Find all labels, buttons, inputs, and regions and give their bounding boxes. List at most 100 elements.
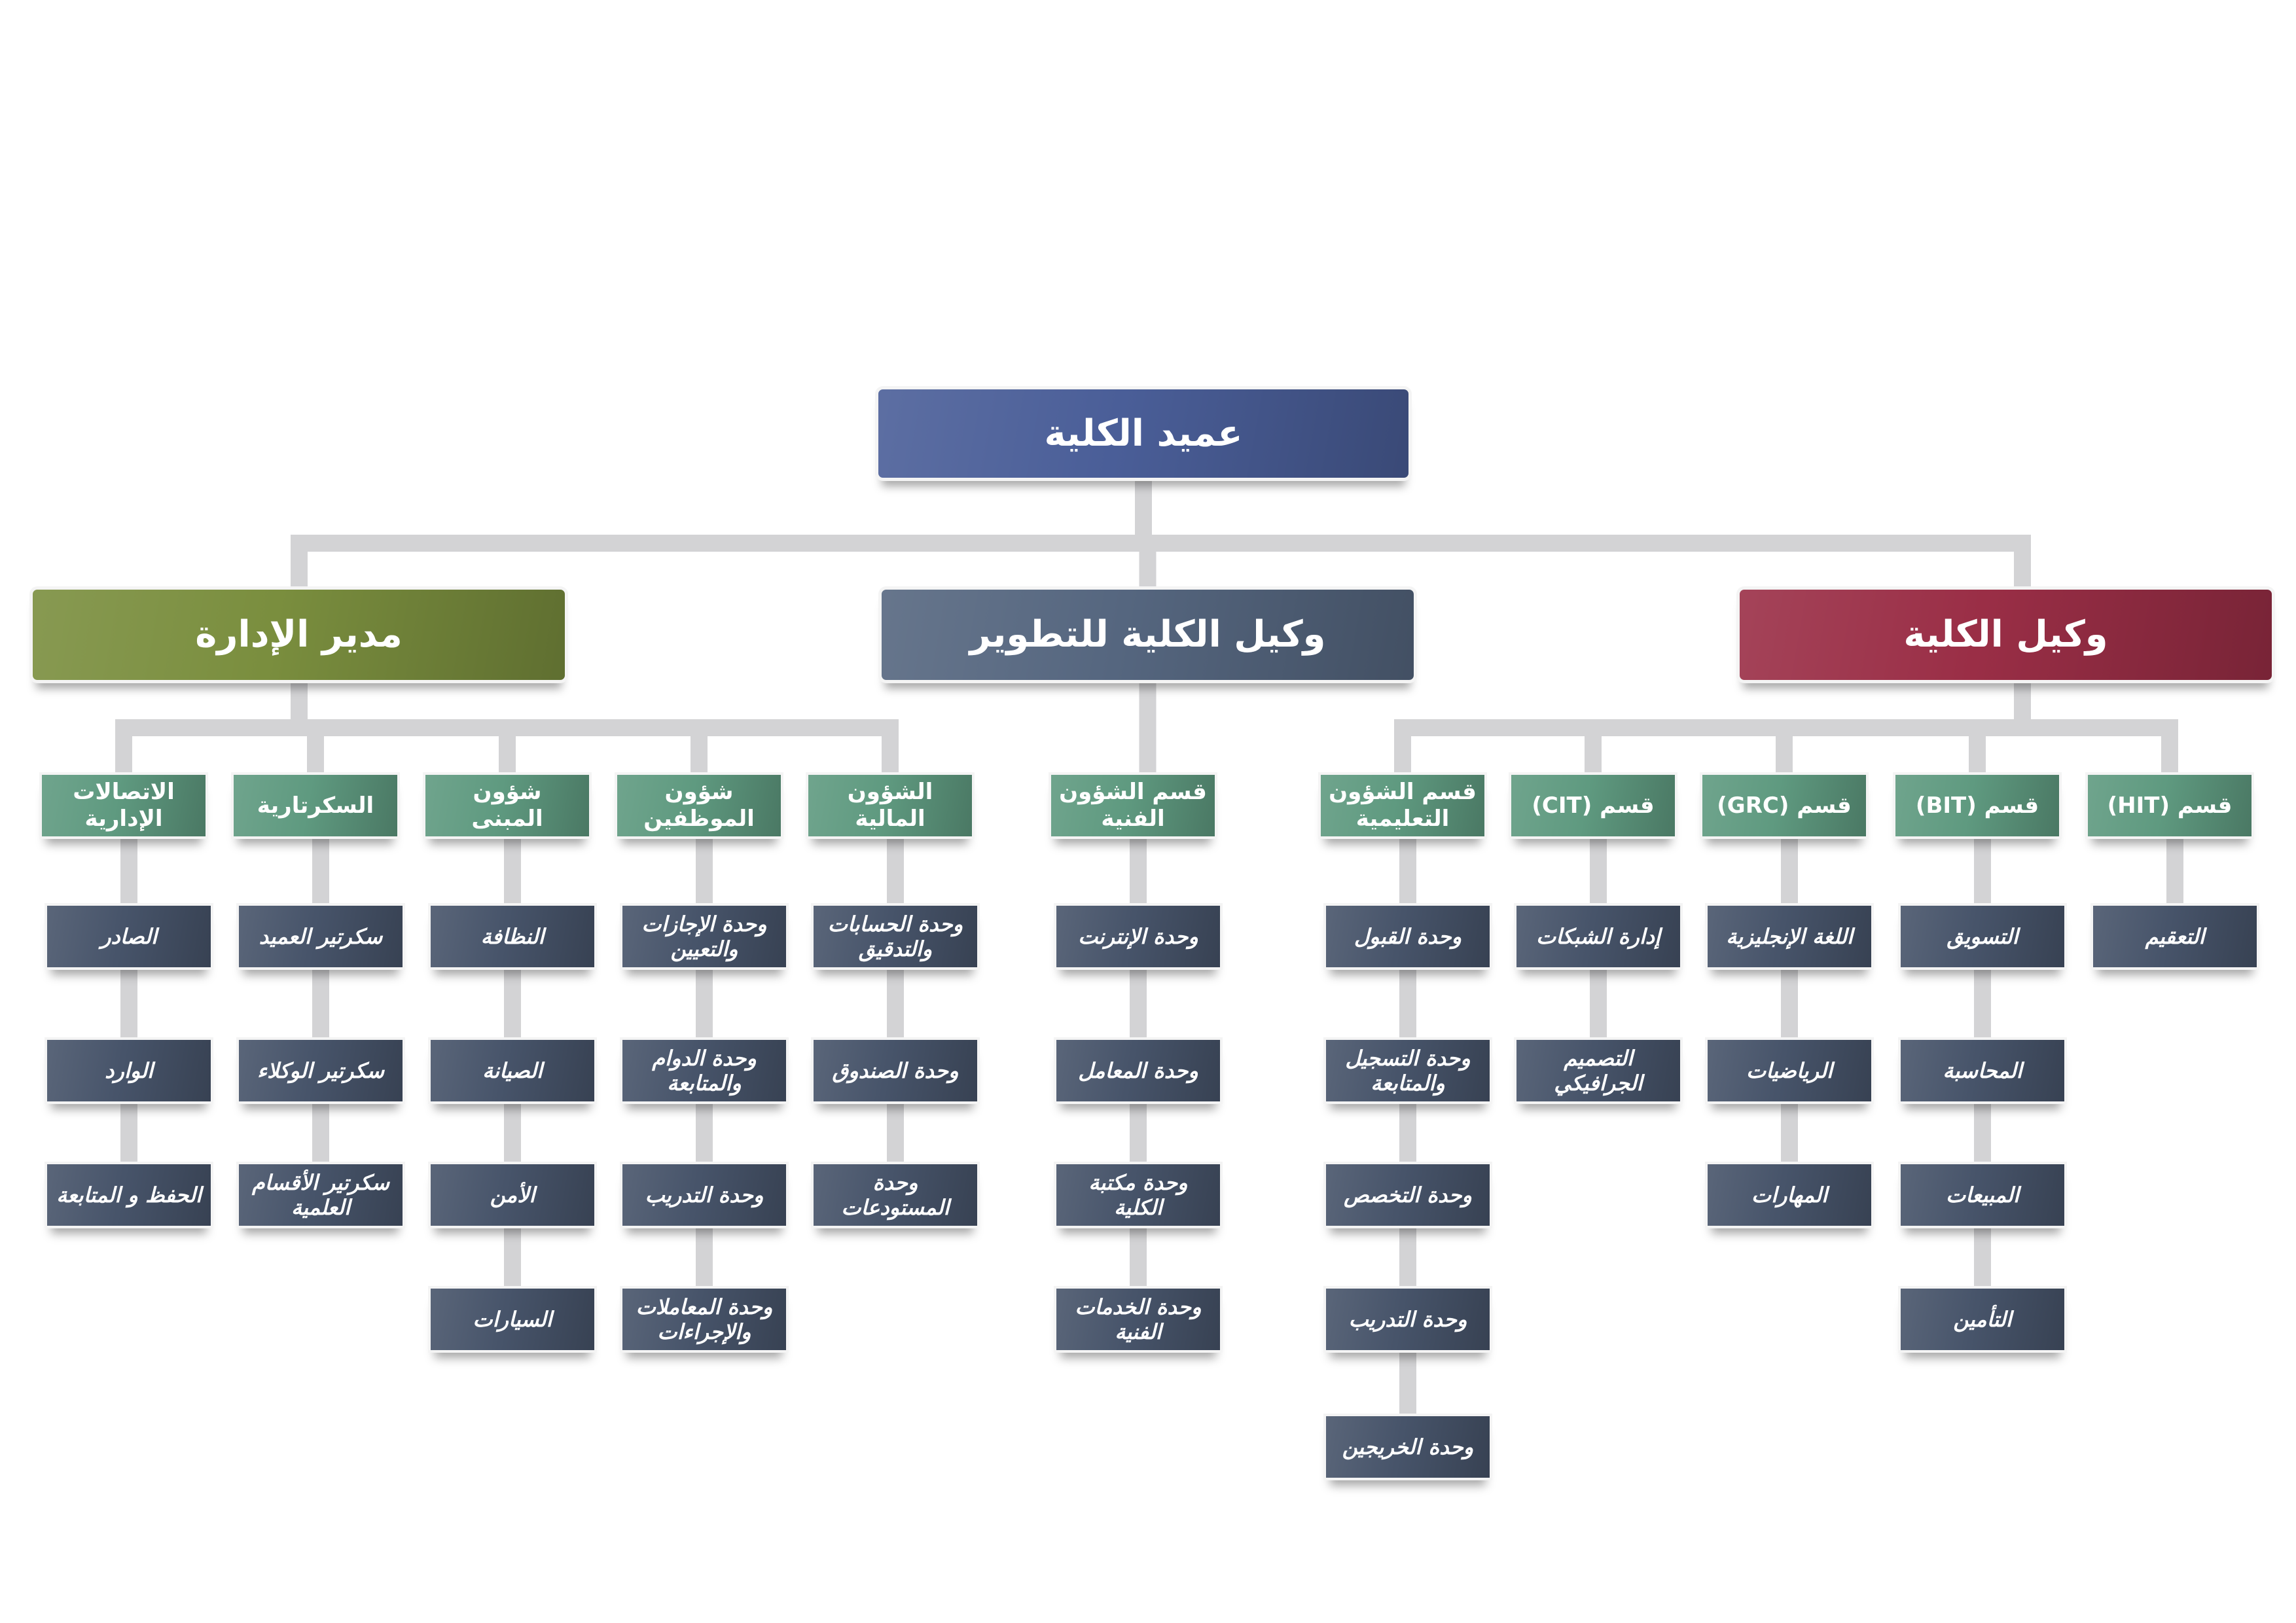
node-adm-sec: السكرتارية [231,772,400,839]
node-label: وحدة الإجازات والتعيين [641,911,767,961]
node-sec-3: سكرتير الأقسام العلمية [236,1162,405,1228]
node-staff-3: وحدة التدريب [620,1162,789,1228]
node-label: وحدة التخصص [1344,1182,1472,1207]
node-edu-1: وحدة القبول [1323,903,1492,970]
node-sec-2: سكرتير الوكلاء [236,1037,405,1104]
node-admin-director: مدير الإدارة [29,586,568,683]
node-label: السكرتارية [257,792,374,819]
node-edu-3: وحدة التخصص [1323,1162,1492,1228]
node-dept-cit: قسم (CIT) [1509,772,1677,839]
node-label: الاتصالات الإدارية [73,779,175,832]
node-label: سكرتير الوكلاء [257,1058,385,1083]
node-fin-3: وحدة المستودعات [811,1162,980,1228]
node-label: وحدة القبول [1354,923,1462,949]
node-label: وحدة الحسابات والتدقيق [827,911,963,961]
node-label: التعقيم [2145,923,2205,949]
node-edu-2: وحدة التسجيل والمتابعة [1323,1037,1492,1104]
node-label: وحدة التدريب [1348,1306,1467,1332]
node-bldg-4: السيارات [428,1286,597,1353]
node-label: المبيعات [1946,1182,2019,1207]
node-dept-edu: قسم الشؤون التعليمية [1318,772,1487,839]
node-vice-dean: وكيل الكلية [1736,586,2275,683]
node-label: قسم (GRC) [1717,792,1852,819]
node-label: قسم (BIT) [1915,792,2039,819]
node-grc-1: اللغة الإنجليزية [1705,903,1874,970]
node-label: وحدة المعامل [1078,1058,1198,1083]
node-adm-staff: شؤون الموظفين [615,772,783,839]
node-label: النظافة [480,923,545,949]
node-grc-2: الرياضيات [1705,1037,1874,1104]
node-sec-1: سكرتير العميد [236,903,405,970]
node-label: وحدة الصندوق [832,1058,959,1083]
node-label: إدارة الشبكات [1536,923,1660,949]
node-label: شؤون المبنى [471,779,543,832]
node-label: وكيل الكلية [1903,613,2108,656]
node-label: الصيانة [482,1058,543,1083]
node-staff-1: وحدة الإجازات والتعيين [620,903,789,970]
node-label: شؤون الموظفين [643,779,755,832]
node-label: التصميم الجرافيكي [1554,1045,1643,1096]
node-edu-5: وحدة الخريجين [1323,1414,1492,1480]
node-fin-2: وحدة الصندوق [811,1037,980,1104]
node-adm-comm: الاتصالات الإدارية [39,772,208,839]
node-label: قسم (CIT) [1532,792,1655,819]
node-comm-2: الوارد [45,1037,213,1104]
node-tech-2: وحدة المعامل [1054,1037,1223,1104]
node-label: سكرتير الأقسام العلمية [251,1169,390,1220]
node-label: المهارات [1751,1182,1828,1207]
node-label: الرياضيات [1746,1058,1833,1083]
node-adm-bldg: شؤون المبنى [423,772,592,839]
node-label: الشؤون المالية [847,779,933,832]
node-bit-1: التسويق [1898,903,2067,970]
node-dept-grc: قسم (GRC) [1700,772,1869,839]
node-staff-2: وحدة الدوام والمتابعة [620,1037,789,1104]
node-label: الوارد [105,1058,153,1083]
node-dean: عميد الكلية [875,386,1412,481]
node-label: وحدة التدريب [645,1182,764,1207]
node-edu-4: وحدة التدريب [1323,1286,1492,1353]
node-comm-1: الصادر [45,903,213,970]
node-cit-1: إدارة الشبكات [1514,903,1683,970]
node-label: الأمن [490,1182,535,1207]
node-label: وحدة الدوام والمتابعة [652,1045,757,1096]
node-label: وحدة الخريجين [1342,1434,1474,1459]
node-tech-1: وحدة الإنترنت [1054,903,1223,970]
node-label: اللغة الإنجليزية [1726,923,1853,949]
node-label: وحدة الإنترنت [1078,923,1198,949]
node-label: قسم الشؤون الفنية [1059,779,1207,832]
node-label: وحدة المعاملات والإجراءات [636,1294,773,1344]
node-fin-1: وحدة الحسابات والتدقيق [811,903,980,970]
node-label: سكرتير العميد [259,923,383,949]
node-label: وحدة الخدمات الفنية [1075,1294,1202,1344]
node-bit-4: التأمين [1898,1286,2067,1353]
node-vice-dev: وكيل الكلية للتطوير [878,586,1417,683]
node-dept-hit: قسم (HIT) [2085,772,2254,839]
node-label: السيارات [473,1306,552,1332]
node-label: قسم (HIT) [2107,792,2233,819]
node-label: وحدة مكتبة الكلية [1088,1169,1188,1220]
node-staff-4: وحدة المعاملات والإجراءات [620,1286,789,1353]
node-label: قسم الشؤون التعليمية [1329,779,1477,832]
node-hit-1: التعقيم [2090,903,2259,970]
node-label: التأمين [1953,1306,2012,1332]
node-cit-2: التصميم الجرافيكي [1514,1037,1683,1104]
node-comm-3: الحفظ و المتابعة [45,1162,213,1228]
node-bldg-3: الأمن [428,1162,597,1228]
node-grc-3: المهارات [1705,1162,1874,1228]
node-label: عميد الكلية [1044,412,1243,455]
node-label: وكيل الكلية للتطوير [969,613,1326,656]
node-dept-bit: قسم (BIT) [1893,772,2062,839]
node-label: وحدة التسجيل والمتابعة [1345,1045,1471,1096]
node-label: مدير الإدارة [195,613,403,656]
node-label: الحفظ و المتابعة [56,1182,202,1207]
node-label: وحدة المستودعات [841,1169,950,1220]
node-adm-fin: الشؤون المالية [806,772,975,839]
node-label: التسويق [1946,923,2018,949]
node-dept-tech: قسم الشؤون الفنية [1049,772,1217,839]
node-tech-3: وحدة مكتبة الكلية [1054,1162,1223,1228]
node-label: الصادر [101,923,157,949]
node-tech-4: وحدة الخدمات الفنية [1054,1286,1223,1353]
node-bldg-1: النظافة [428,903,597,970]
node-bit-2: المحاسبة [1898,1037,2067,1104]
